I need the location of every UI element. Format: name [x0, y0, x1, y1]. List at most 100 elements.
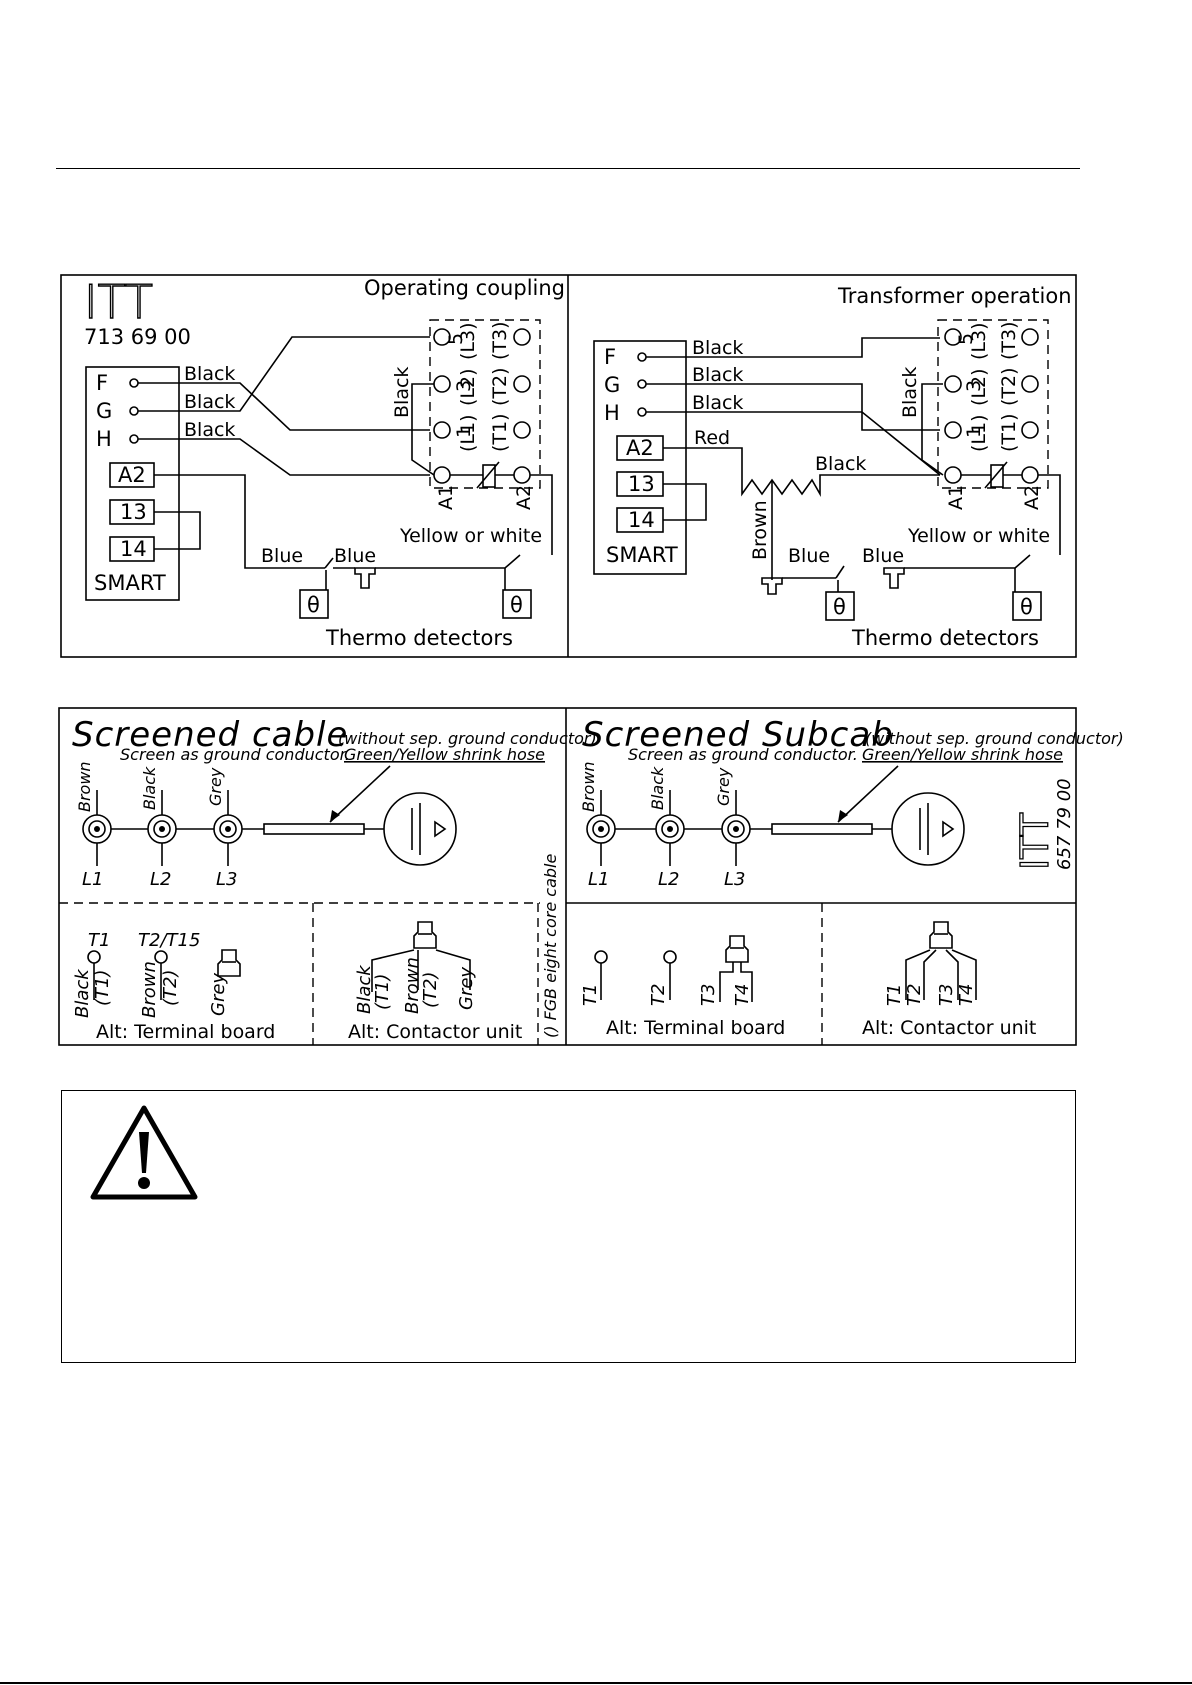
svg-text:Green/Yellow shrink hose: Green/Yellow shrink hose	[344, 745, 545, 764]
svg-text:(T1): (T1)	[92, 970, 113, 1007]
box-14: 14	[120, 537, 147, 561]
terminal-h-2: H	[604, 401, 620, 425]
title-screened-subcab: Screened Subcab	[582, 715, 894, 755]
wire-label-black-f: Black	[184, 363, 235, 385]
svg-text:1: 1	[453, 426, 475, 438]
svg-text:Grey: Grey	[208, 973, 229, 1016]
svg-text:(T2): (T2)	[160, 970, 181, 1007]
cable-diagram: Screened cable (without sep. ground cond…	[58, 707, 1124, 1046]
svg-text:Black: Black	[354, 964, 375, 1014]
label-blue-1: Blue	[261, 545, 303, 567]
svg-text:Grey: Grey	[714, 767, 733, 806]
label-thermo-detectors-right: Thermo detectors	[851, 626, 1039, 650]
svg-text:5: 5	[955, 333, 977, 345]
svg-text:Black: Black	[692, 364, 743, 386]
svg-text:L1: L1	[588, 869, 609, 890]
svg-text:(without sep. ground conductor: (without sep. ground conductor)	[338, 729, 597, 748]
svg-text:T3: T3	[936, 984, 957, 1006]
svg-text:Alt: Terminal board: Alt: Terminal board	[606, 1017, 785, 1039]
svg-text:T1: T1	[580, 984, 601, 1006]
svg-text:Black: Black	[692, 392, 743, 414]
svg-text:(L1): (L1)	[968, 415, 990, 453]
footer-rule	[0, 1682, 1192, 1684]
label-blue-2: Blue	[334, 545, 376, 567]
svg-text:(without sep. ground conductor: (without sep. ground conductor)	[865, 729, 1124, 748]
part-number: 713 69 00	[84, 325, 191, 349]
svg-text:(L2): (L2)	[968, 369, 990, 407]
side-part-number: 657 79 00	[1054, 778, 1075, 870]
svg-text:A2: A2	[1021, 485, 1043, 510]
svg-text:L2: L2	[658, 869, 679, 890]
svg-text:(T1): (T1)	[372, 974, 393, 1011]
terminal-f: F	[96, 371, 108, 395]
wire-label-black-vertical: Black	[391, 367, 413, 418]
svg-text:Blue: Blue	[788, 545, 830, 567]
svg-text:1: 1	[963, 426, 985, 438]
svg-text:L3: L3	[724, 869, 745, 890]
terminal-g: G	[96, 399, 112, 423]
svg-text:T1: T1	[88, 930, 110, 951]
wire-label-black-h: Black	[184, 419, 235, 441]
svg-text:L2: L2	[150, 869, 171, 890]
svg-text:L3: L3	[216, 869, 237, 890]
svg-text:Green/Yellow shrink hose: Green/Yellow shrink hose	[862, 745, 1063, 764]
title-operating-coupling: Operating coupling	[364, 276, 565, 300]
svg-text:3: 3	[453, 380, 475, 392]
svg-text:3: 3	[963, 380, 985, 392]
terminal-g-2: G	[604, 373, 620, 397]
svg-text:A2: A2	[513, 485, 535, 510]
svg-text:(T3): (T3)	[489, 321, 511, 360]
label-yellow-white: Yellow or white	[399, 525, 542, 547]
title-screened-cable: Screened cable	[72, 715, 348, 755]
label-thermo-detectors-left: Thermo detectors	[325, 626, 513, 650]
header-rule	[56, 168, 1080, 169]
svg-text:(T1): (T1)	[998, 413, 1020, 452]
box-13-2: 13	[628, 472, 655, 496]
svg-text:Black: Black	[648, 766, 667, 810]
label-black-transformer: Black	[815, 453, 866, 475]
svg-text:T2/T15: T2/T15	[138, 930, 200, 951]
svg-text:Grey: Grey	[206, 767, 225, 806]
terminal-h: H	[96, 427, 112, 451]
svg-text:(L3): (L3)	[968, 323, 990, 361]
svg-text:Black: Black	[692, 337, 743, 359]
warning-icon	[90, 1105, 198, 1200]
title-transformer-operation: Transformer operation	[837, 284, 1072, 308]
svg-text:Alt: Terminal board: Alt: Terminal board	[96, 1021, 275, 1043]
svg-text:Brown: Brown	[402, 957, 423, 1014]
svg-text:Brown: Brown	[579, 761, 598, 812]
svg-text:Alt: Contactor unit: Alt: Contactor unit	[348, 1021, 522, 1043]
terminal-f-2: F	[604, 345, 616, 369]
svg-text:Screen as ground conductor.: Screen as ground conductor.	[628, 745, 858, 764]
smart-label: SMART	[94, 571, 166, 595]
theta-2: θ	[510, 593, 523, 617]
svg-text:Blue: Blue	[862, 545, 904, 567]
svg-text:θ: θ	[833, 595, 846, 619]
svg-text:Alt: Contactor unit: Alt: Contactor unit	[862, 1017, 1036, 1039]
fgb-note: () FGB eight core cable	[541, 854, 560, 1038]
label-brown: Brown	[749, 500, 771, 560]
svg-text:θ: θ	[1020, 595, 1033, 619]
svg-text:Yellow or white: Yellow or white	[907, 525, 1050, 547]
svg-text:T1: T1	[884, 984, 905, 1006]
svg-text:Black: Black	[72, 968, 93, 1018]
svg-text:(T1): (T1)	[489, 413, 511, 452]
svg-text:Brown: Brown	[139, 961, 160, 1018]
svg-text:(T3): (T3)	[998, 321, 1020, 360]
svg-text:(L3): (L3)	[457, 323, 479, 361]
svg-text:A1: A1	[945, 485, 967, 510]
svg-text:Black: Black	[140, 766, 159, 810]
svg-text:Grey: Grey	[456, 967, 477, 1010]
box-a2: A2	[118, 463, 146, 487]
svg-text:(L1): (L1)	[457, 415, 479, 453]
svg-text:(T2): (T2)	[420, 972, 441, 1009]
svg-text:Screen as ground conductor.: Screen as ground conductor.	[120, 745, 350, 764]
smart-label-2: SMART	[606, 543, 678, 567]
itt-logo: ITT	[83, 274, 153, 329]
box-13: 13	[120, 500, 147, 524]
svg-text:Black: Black	[899, 367, 921, 418]
svg-text:ITT: ITT	[84, 275, 153, 329]
side-itt-logo: ITT	[1013, 812, 1057, 870]
box-14-2: 14	[628, 508, 655, 532]
